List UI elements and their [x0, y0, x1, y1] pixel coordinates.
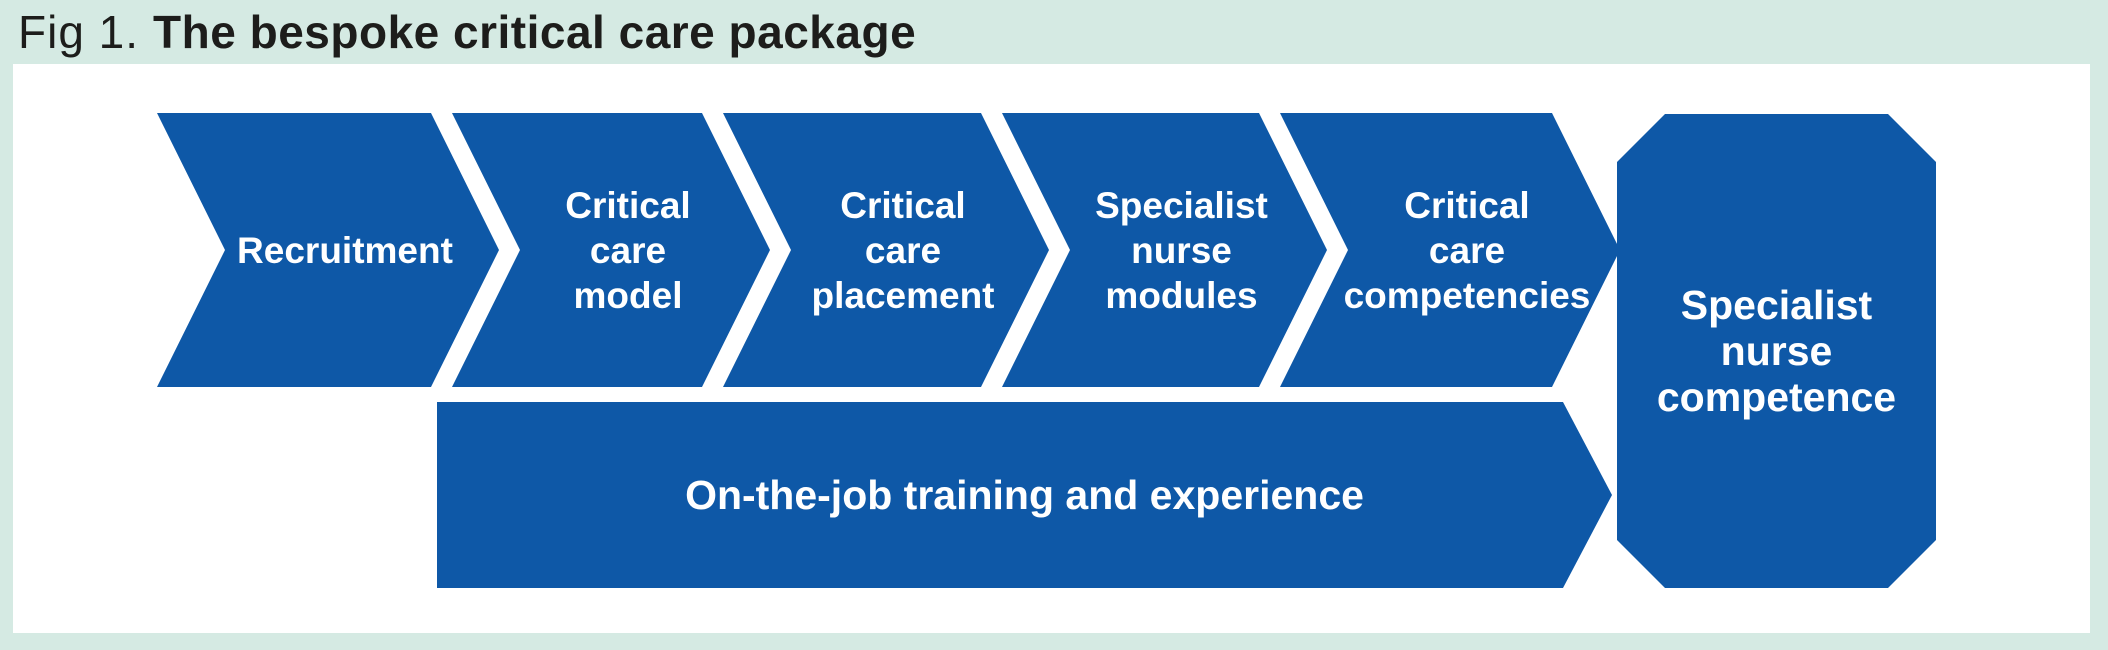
- step-label-critical-care-competencies: Critical care competencies: [1343, 184, 1591, 316]
- step-label-specialist-nurse-modules: Specialist nurse modules: [1095, 184, 1268, 316]
- figure-title-band: Fig 1. The bespoke critical care package: [0, 0, 2108, 64]
- figure-title: The bespoke critical care package: [153, 6, 917, 58]
- on-the-job-training-label: On-the-job training and experience: [685, 471, 1364, 518]
- outcome-octagon-specialist-nurse-competence: Specialist nurse competence: [1617, 114, 1936, 588]
- figure-number: Fig 1.: [18, 6, 140, 58]
- step-label-critical-care-placement: Critical care placement: [811, 184, 995, 316]
- outcome-label-specialist-nurse-competence: Specialist nurse competence: [1656, 282, 1897, 420]
- step-label-recruitment: Recruitment: [237, 229, 453, 271]
- step-chevron-critical-care-model: Critical care model: [452, 113, 770, 387]
- on-the-job-training-arrow: On-the-job training and experience: [437, 402, 1612, 588]
- step-label-critical-care-model: Critical care model: [565, 184, 691, 316]
